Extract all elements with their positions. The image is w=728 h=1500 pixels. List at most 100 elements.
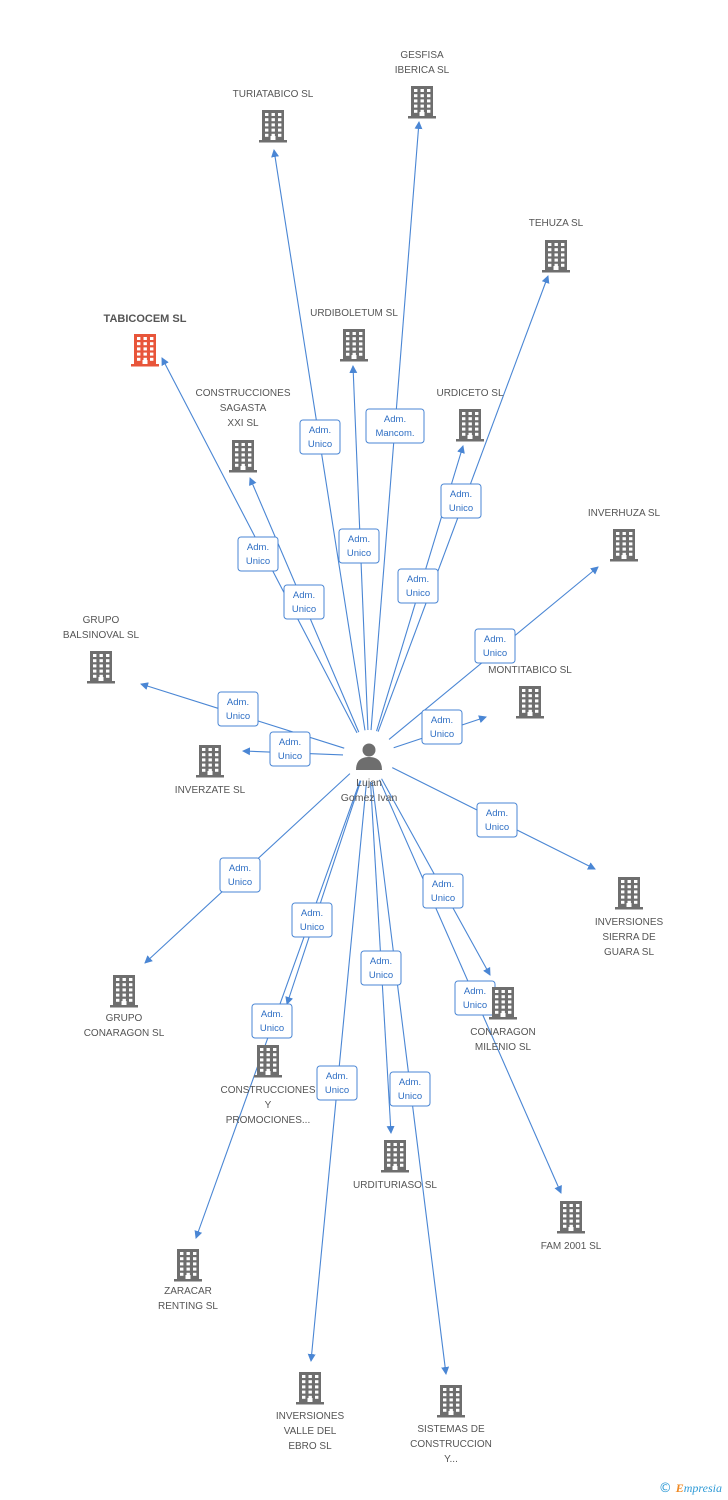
company-label: XXI SL — [227, 418, 259, 429]
edge-label-construcciones-sagasta[interactable]: Adm.Unico — [283, 584, 325, 620]
edge-label-box — [476, 802, 518, 838]
company-node-urdiboletum[interactable]: URDIBOLETUM SL — [310, 308, 398, 362]
company-node-urdituriaso[interactable]: URDITURIASO SL — [353, 1140, 437, 1191]
edge-label-inversiones-sierra[interactable]: Adm.Unico — [476, 802, 518, 838]
company-label: TURIATABICO SL — [233, 89, 314, 100]
edge-label-inverzate[interactable]: Adm.Unico — [269, 731, 311, 767]
edge-label-tehuza[interactable]: Adm.Unico — [440, 483, 482, 519]
edge-label-conaragon-milenio[interactable]: Adm.Unico — [422, 873, 464, 909]
edge-label-text: Unico — [226, 711, 250, 722]
company-label: CONARAGON SL — [84, 1028, 165, 1039]
building-icon — [259, 110, 287, 143]
edge-label-inversiones-valle[interactable]: Adm.Unico — [316, 1065, 358, 1101]
company-node-tehuza[interactable]: TEHUZA SL — [529, 218, 584, 273]
company-node-tabicocem[interactable]: TABICOCEM SL — [104, 313, 187, 367]
edge-label-urdiceto[interactable]: Adm.Unico — [397, 568, 439, 604]
edge-label-text: Unico — [463, 1000, 487, 1011]
company-label: TABICOCEM SL — [104, 313, 187, 325]
edge-label-text: Adm. — [407, 574, 429, 585]
edge-label-turiatabico[interactable]: Adm.Unico — [299, 419, 341, 455]
company-label: IBERICA SL — [395, 65, 450, 76]
building-icon — [131, 334, 159, 367]
edge-label-text: Unico — [430, 729, 454, 740]
company-label: MONTITABICO SL — [488, 665, 572, 676]
edge-label-box — [474, 628, 516, 664]
company-label: URDITURIASO SL — [353, 1180, 437, 1191]
edge-label-box — [291, 902, 333, 938]
edge-label-grupo-balsinoval[interactable]: Adm.Unico — [217, 691, 259, 727]
edge-label-box — [360, 950, 402, 986]
company-label: Y — [265, 1100, 272, 1111]
company-label: EBRO SL — [288, 1441, 332, 1452]
company-label: SIERRA DE — [602, 932, 656, 943]
edge-label-fam2001[interactable]: Adm.Unico — [454, 980, 496, 1016]
company-node-turiatabico[interactable]: TURIATABICO SL — [233, 89, 314, 143]
edge-line-construcciones-promociones — [285, 780, 362, 1005]
edge-label-box — [365, 408, 425, 444]
company-node-montitabico[interactable]: MONTITABICO SL — [488, 665, 572, 719]
edge-label-text: Adm. — [348, 534, 370, 545]
building-icon — [456, 409, 484, 442]
building-icon — [516, 686, 544, 719]
edge-label-zaracar[interactable]: Adm.Unico — [251, 1003, 293, 1039]
edge-label-construcciones-promociones[interactable]: Adm.Unico — [291, 902, 333, 938]
company-node-urdiceto[interactable]: URDICETO SL — [436, 388, 504, 442]
company-label: INVERSIONES — [276, 1411, 345, 1422]
edge-label-text: Unico — [260, 1023, 284, 1034]
edge-label-grupo-conaragon[interactable]: Adm.Unico — [219, 857, 261, 893]
building-icon — [254, 1045, 282, 1078]
company-label: INVERZATE SL — [175, 785, 246, 796]
company-label: URDIBOLETUM SL — [310, 308, 398, 319]
edge-label-inverhuza[interactable]: Adm.Unico — [474, 628, 516, 664]
company-node-sistemas-construccion[interactable]: SISTEMAS DECONSTRUCCIONY... — [410, 1385, 492, 1465]
edge-label-text: Adm. — [326, 1071, 348, 1082]
building-icon — [174, 1249, 202, 1282]
edge-label-text: Adm. — [370, 956, 392, 967]
edge-label-box — [338, 528, 380, 564]
company-label: GRUPO — [83, 615, 120, 626]
building-icon — [610, 529, 638, 562]
company-label: INVERSIONES — [595, 917, 664, 928]
company-label: MILENIO SL — [475, 1042, 532, 1053]
edge-label-urdiboletum[interactable]: Adm.Unico — [338, 528, 380, 564]
building-icon — [542, 240, 570, 273]
company-node-construcciones-promociones[interactable]: CONSTRUCCIONESYPROMOCIONES... — [220, 1045, 316, 1126]
company-label: VALLE DEL — [284, 1426, 337, 1437]
building-icon — [615, 877, 643, 910]
edge-labels-layer: Adm.UnicoAdm.Mancom.Adm.UnicoAdm.UnicoAd… — [217, 408, 518, 1107]
edge-label-text: Adm. — [229, 863, 251, 874]
building-icon — [110, 975, 138, 1008]
building-icon — [489, 987, 517, 1020]
company-label: RENTING SL — [158, 1301, 218, 1312]
building-icon — [408, 86, 436, 119]
company-node-inverzate[interactable]: INVERZATE SL — [175, 745, 246, 796]
company-node-inversiones-valle[interactable]: INVERSIONES VALLE DEL EBRO SL — [276, 1372, 345, 1452]
edge-label-tabicocem[interactable]: Adm.Unico — [237, 536, 279, 572]
edge-label-text: Unico — [308, 439, 332, 450]
edge-label-text: Unico — [431, 893, 455, 904]
edge-label-text: Unico — [398, 1091, 422, 1102]
company-label: SISTEMAS DE — [417, 1424, 485, 1435]
edge-label-box — [421, 709, 463, 745]
company-node-fam2001[interactable]: FAM 2001 SL — [541, 1201, 602, 1252]
company-label: CONSTRUCCION — [410, 1439, 492, 1450]
edge-label-text: Unico — [292, 604, 316, 615]
edge-label-sistemas-construccion[interactable]: Adm.Unico — [389, 1071, 431, 1107]
edge-label-gesfisa[interactable]: Adm.Mancom. — [365, 408, 425, 444]
person-label: Lujan — [356, 777, 382, 789]
edge-label-montitabico[interactable]: Adm.Unico — [421, 709, 463, 745]
edge-label-urdituriaso[interactable]: Adm.Unico — [360, 950, 402, 986]
edge-label-text: Unico — [246, 556, 270, 567]
edge-label-box — [397, 568, 439, 604]
building-icon — [196, 745, 224, 778]
company-node-inverhuza[interactable]: INVERHUZA SL — [588, 508, 661, 562]
